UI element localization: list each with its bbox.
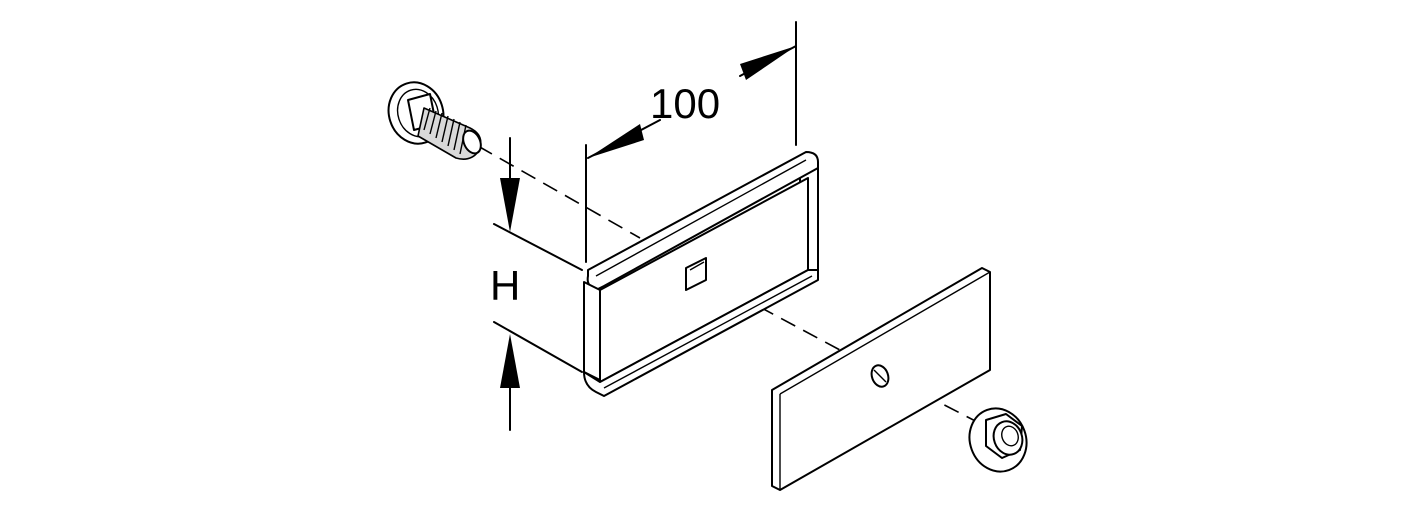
height-dimension: H	[490, 137, 583, 431]
height-label: H	[490, 262, 520, 309]
flange-nut-icon	[968, 407, 1028, 473]
bolt-icon	[387, 81, 482, 160]
length-dimension: 100	[585, 21, 797, 263]
plate-icon	[771, 267, 991, 491]
channel-connector-icon	[583, 151, 819, 397]
length-label: 100	[650, 80, 720, 127]
